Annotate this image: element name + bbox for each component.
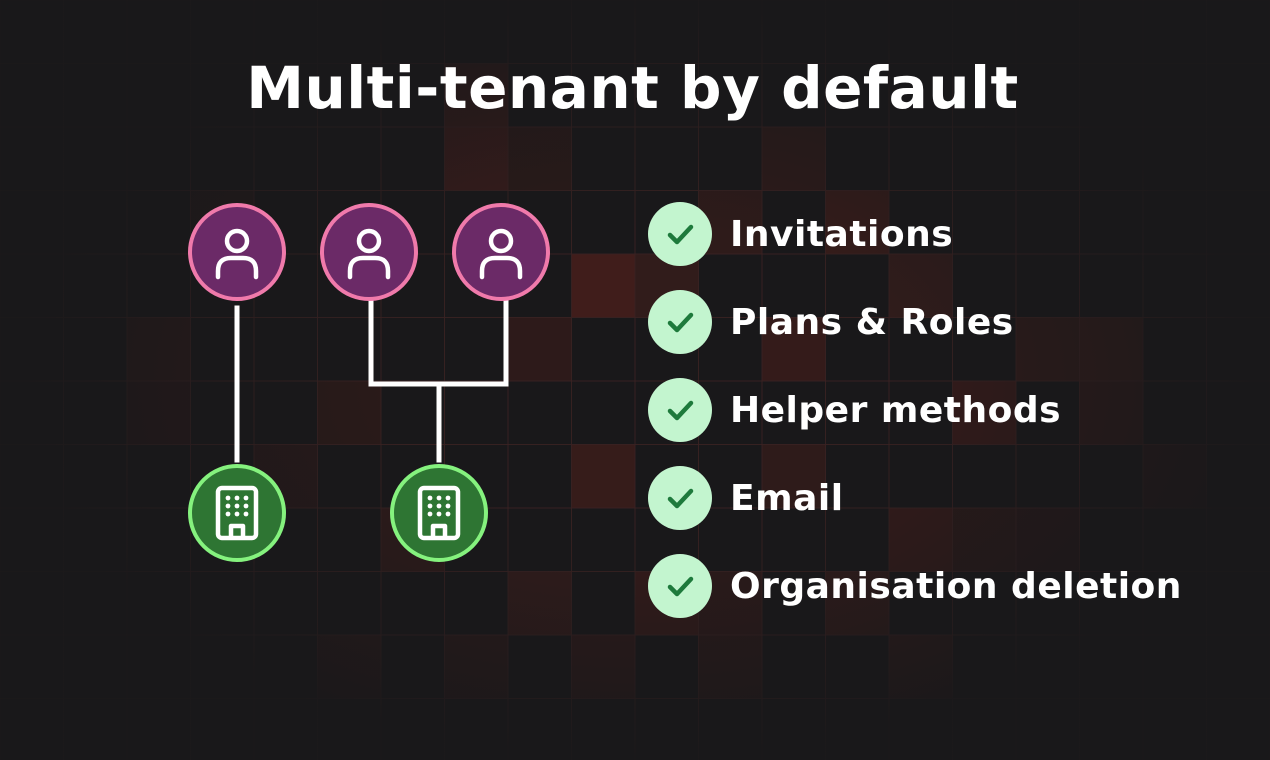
- feature-label: Email: [730, 477, 844, 519]
- grid-highlight-cell: [571, 635, 635, 699]
- user-node: [452, 203, 550, 301]
- tenant-diagram: [188, 203, 550, 562]
- user-icon: [215, 228, 259, 280]
- check-icon: [648, 378, 712, 442]
- feature-label: Organisation deletion: [730, 565, 1182, 607]
- check-icon: [648, 554, 712, 618]
- grid-highlight-cell: [762, 127, 826, 191]
- grid-highlight-cell: [444, 635, 508, 699]
- connectors: [234, 297, 509, 463]
- user-node: [320, 203, 418, 301]
- feature-item: Plans & Roles: [648, 290, 1182, 354]
- grid-highlight-cell: [317, 635, 381, 699]
- user-icon: [479, 228, 523, 280]
- user-node: [188, 203, 286, 301]
- check-icon: [648, 202, 712, 266]
- user-icon: [347, 228, 391, 280]
- organisation-node: [390, 464, 488, 562]
- check-icon: [648, 466, 712, 530]
- feature-label: Plans & Roles: [730, 301, 1014, 343]
- grid-highlight-cell: [889, 635, 953, 699]
- connector-users-2-3-org-2: [368, 297, 509, 387]
- feature-item: Organisation deletion: [648, 554, 1182, 618]
- user-nodes: [188, 203, 550, 301]
- feature-label: Invitations: [730, 213, 954, 255]
- organisation-nodes: [188, 464, 488, 562]
- grid-highlight-cell: [698, 635, 762, 699]
- feature-item: Helper methods: [648, 378, 1182, 442]
- feature-label: Helper methods: [730, 389, 1062, 431]
- building-icon: [417, 485, 461, 541]
- feature-item: Invitations: [648, 202, 1182, 266]
- page-title: Multi-tenant by default: [246, 54, 1019, 122]
- building-icon: [215, 485, 259, 541]
- check-icon: [648, 290, 712, 354]
- feature-item: Email: [648, 466, 1182, 530]
- organisation-node: [188, 464, 286, 562]
